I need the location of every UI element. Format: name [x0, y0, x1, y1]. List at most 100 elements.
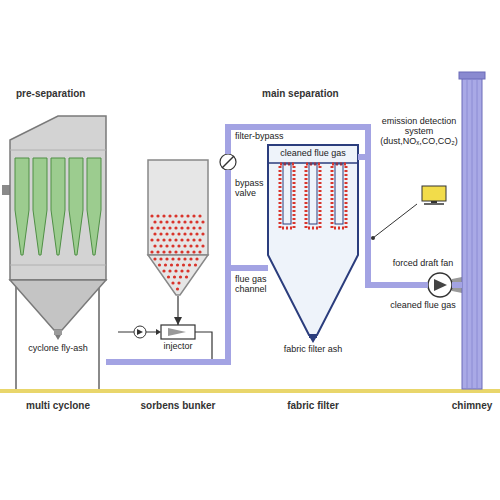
sorbent-dot	[153, 244, 156, 247]
equipment-name: sorbens bunker	[140, 400, 215, 412]
sorbent-dot	[195, 244, 198, 247]
multi-cyclone	[10, 116, 106, 389]
sorbent-dot	[174, 250, 177, 253]
sorbent-dot	[153, 232, 156, 235]
sorbent-dot	[150, 214, 153, 217]
sorbent-dot	[168, 226, 171, 229]
equipment-label: cleaned flue gas	[390, 300, 456, 310]
filter-node: cleaned flue gasfabric filter ashfabric …	[268, 145, 358, 335]
multi-cyclone-part	[54, 330, 62, 335]
multi-cyclone-part	[33, 158, 47, 255]
feed-line	[177, 296, 178, 325]
injector-unit-part	[137, 329, 143, 335]
sorbent-bunker-part	[148, 160, 208, 255]
sorbent-dot	[159, 244, 162, 247]
sorbent-dot	[192, 214, 195, 217]
multi-cyclone-part	[55, 335, 61, 340]
fabric-filter-part	[309, 164, 317, 224]
sorbent-dot	[165, 257, 168, 260]
sorbent-dot	[165, 232, 168, 235]
emission-monitor-part	[373, 204, 417, 238]
sorbent-dot	[156, 226, 159, 229]
sorbent-dot	[186, 214, 189, 217]
flue-gas-pipe	[452, 282, 462, 288]
injector-unit-part	[195, 332, 212, 359]
chimney-stack-part	[472, 80, 473, 388]
sorbent-dot	[189, 244, 192, 247]
emission-monitor-part	[422, 186, 446, 201]
sorbent-dot	[167, 275, 170, 278]
sorbent-dot	[170, 263, 173, 266]
sorbent-dot	[174, 214, 177, 217]
fabric-filter-part	[268, 145, 358, 335]
sorbent-dot	[177, 281, 180, 284]
multi-cyclone-part	[10, 265, 106, 266]
sorbent-dot	[150, 226, 153, 229]
sorbent-dot	[174, 269, 177, 272]
sorbent-dot	[159, 232, 162, 235]
monitor-node: emission detection system (dust,NOₓ,CO,C…	[420, 185, 448, 205]
sorbent-dot	[171, 220, 174, 223]
sorbent-dot	[180, 269, 183, 272]
chimney-stack-part	[467, 80, 468, 388]
equipment-label: bypass valve	[235, 178, 267, 198]
injector-node: injector	[161, 325, 195, 339]
sorbent-dot	[189, 220, 192, 223]
sorbent-dot	[171, 281, 174, 284]
sorbent-dot	[180, 226, 183, 229]
sorbent-dot	[189, 232, 192, 235]
sorbent-dot	[158, 263, 161, 266]
equipment-label: injector	[163, 341, 192, 351]
section-heading: main separation	[262, 88, 339, 100]
sorbent-dot	[173, 275, 176, 278]
sorbent-dot	[185, 275, 188, 278]
multi-cyclone-part	[69, 158, 83, 255]
fabric-filter-part	[306, 164, 320, 228]
cyclone-node: cyclone fly-ashmulti cyclone	[10, 115, 106, 370]
sorbent-dot	[201, 220, 204, 223]
fabric-filter-part	[332, 164, 346, 228]
sorbent-dot	[168, 269, 171, 272]
sorbent-dot	[176, 287, 179, 290]
sorbent-dot	[198, 226, 201, 229]
fabric-filter-part	[309, 335, 317, 338]
injector-unit-part	[134, 326, 146, 338]
sorbent-dot	[150, 238, 153, 241]
sorbent-dot	[189, 257, 192, 260]
sorbent-dot	[162, 226, 165, 229]
sorbent-dot	[165, 220, 168, 223]
sorbent-dot	[162, 269, 165, 272]
sorbent-dot	[164, 263, 167, 266]
draft-fan	[428, 273, 452, 297]
multi-cyclone-part	[15, 280, 17, 389]
sorbent-dot	[198, 238, 201, 241]
sorbent-dot	[186, 226, 189, 229]
sorbent-dot	[186, 238, 189, 241]
sorbent-dot	[198, 214, 201, 217]
sorbent-dot	[182, 263, 185, 266]
sorbent-dot	[195, 232, 198, 235]
sorbent-dot	[195, 220, 198, 223]
sorbent-dot	[174, 226, 177, 229]
multi-cyclone-part	[15, 158, 29, 255]
sorbent-dot	[168, 250, 171, 253]
chimney-stack	[452, 72, 485, 389]
chimney-stack-part	[459, 72, 485, 79]
sorbent-dot	[177, 220, 180, 223]
sorbent-dot	[177, 244, 180, 247]
equipment-label: cyclone fly-ash	[28, 343, 88, 353]
multi-cyclone-part	[10, 116, 106, 280]
sorbent-dot	[171, 232, 174, 235]
injector-unit-part	[161, 325, 195, 339]
fabric-filter	[268, 145, 358, 343]
valve-node: bypass valve	[220, 154, 236, 170]
flue-gas-pipe	[106, 170, 228, 362]
equipment-label: fabric filter ash	[284, 344, 343, 354]
sorbent-dot	[168, 214, 171, 217]
equipment-label: forced draft fan	[393, 258, 454, 268]
draft-fan-part	[434, 279, 447, 291]
chimney-node: chimney	[462, 72, 482, 389]
